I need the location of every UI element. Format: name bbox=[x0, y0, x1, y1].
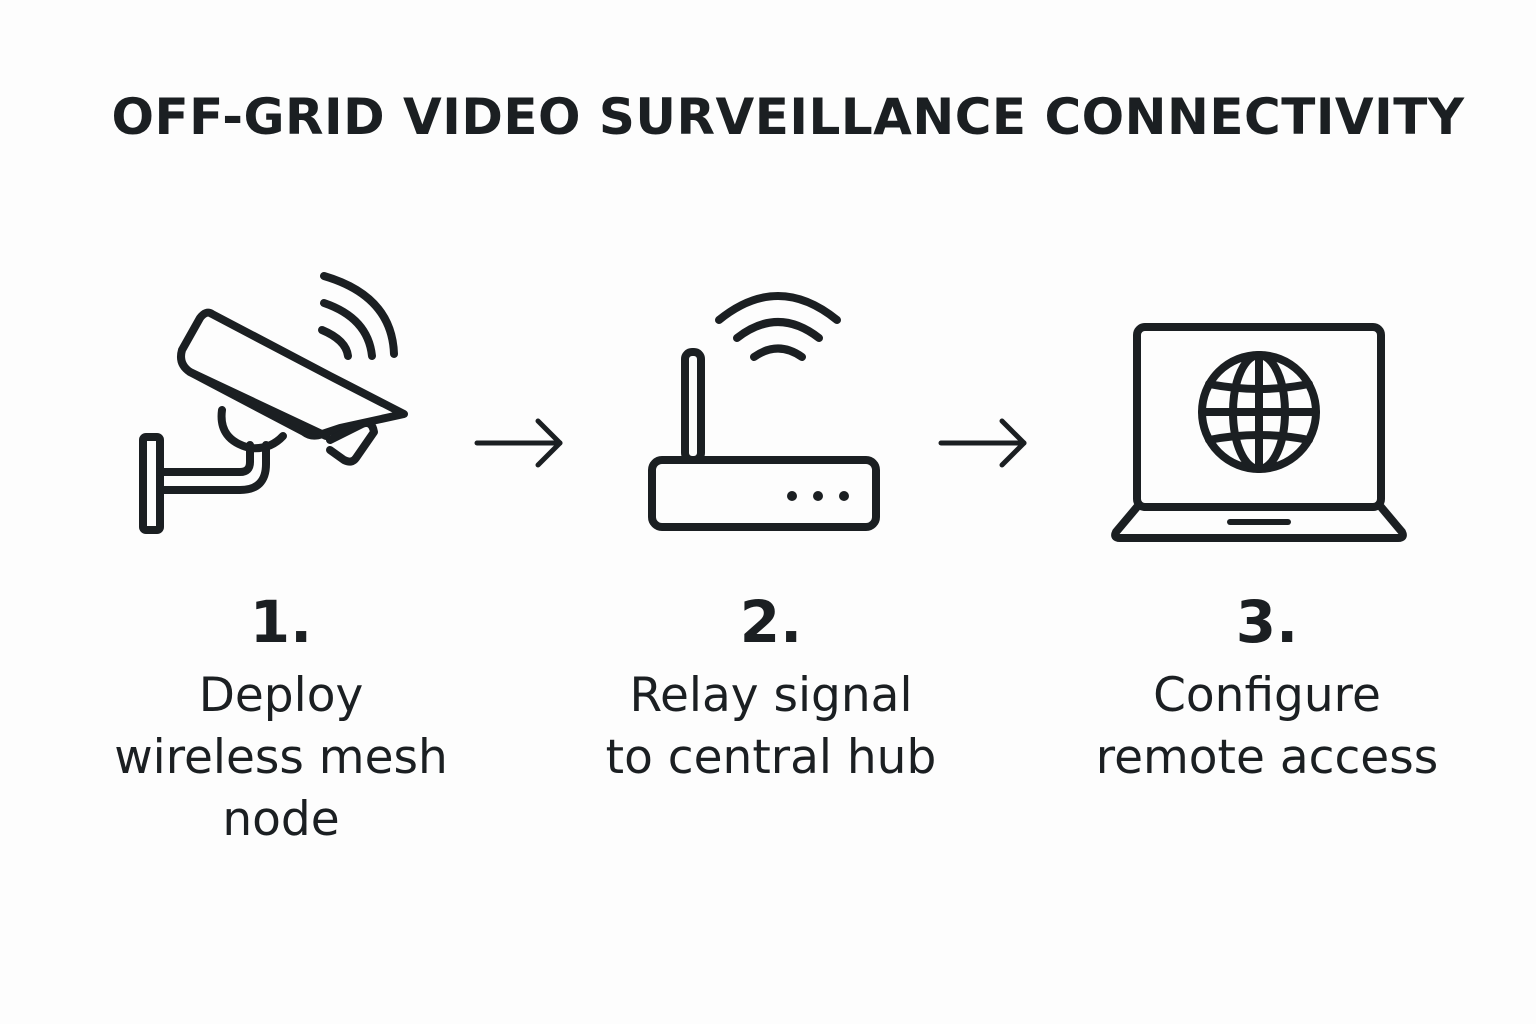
step-2: 2. Relay signal to central hub bbox=[571, 593, 971, 789]
step-3: 3. Configure remote access bbox=[1067, 593, 1467, 789]
diagram-title: OFF-GRID VIDEO SURVEILLANCE CONNECTIVITY bbox=[111, 88, 1465, 146]
arrow-right-icon bbox=[938, 418, 1027, 468]
step-number: 2. bbox=[739, 588, 803, 656]
step-label: Deploy wireless mesh node bbox=[114, 668, 448, 847]
arrow-right-icon bbox=[474, 418, 563, 468]
step-label: Configure remote access bbox=[1095, 668, 1439, 785]
security-camera-wireless-icon bbox=[139, 272, 408, 534]
laptop-globe-icon bbox=[1111, 323, 1407, 542]
step-1: 1. Deploy wireless mesh node bbox=[81, 593, 481, 851]
step-number: 3. bbox=[1235, 588, 1299, 656]
globe-icon bbox=[1198, 351, 1320, 473]
step-label: Relay signal to central hub bbox=[605, 668, 937, 785]
wifi-router-icon bbox=[648, 292, 880, 531]
step-number: 1. bbox=[249, 588, 313, 656]
